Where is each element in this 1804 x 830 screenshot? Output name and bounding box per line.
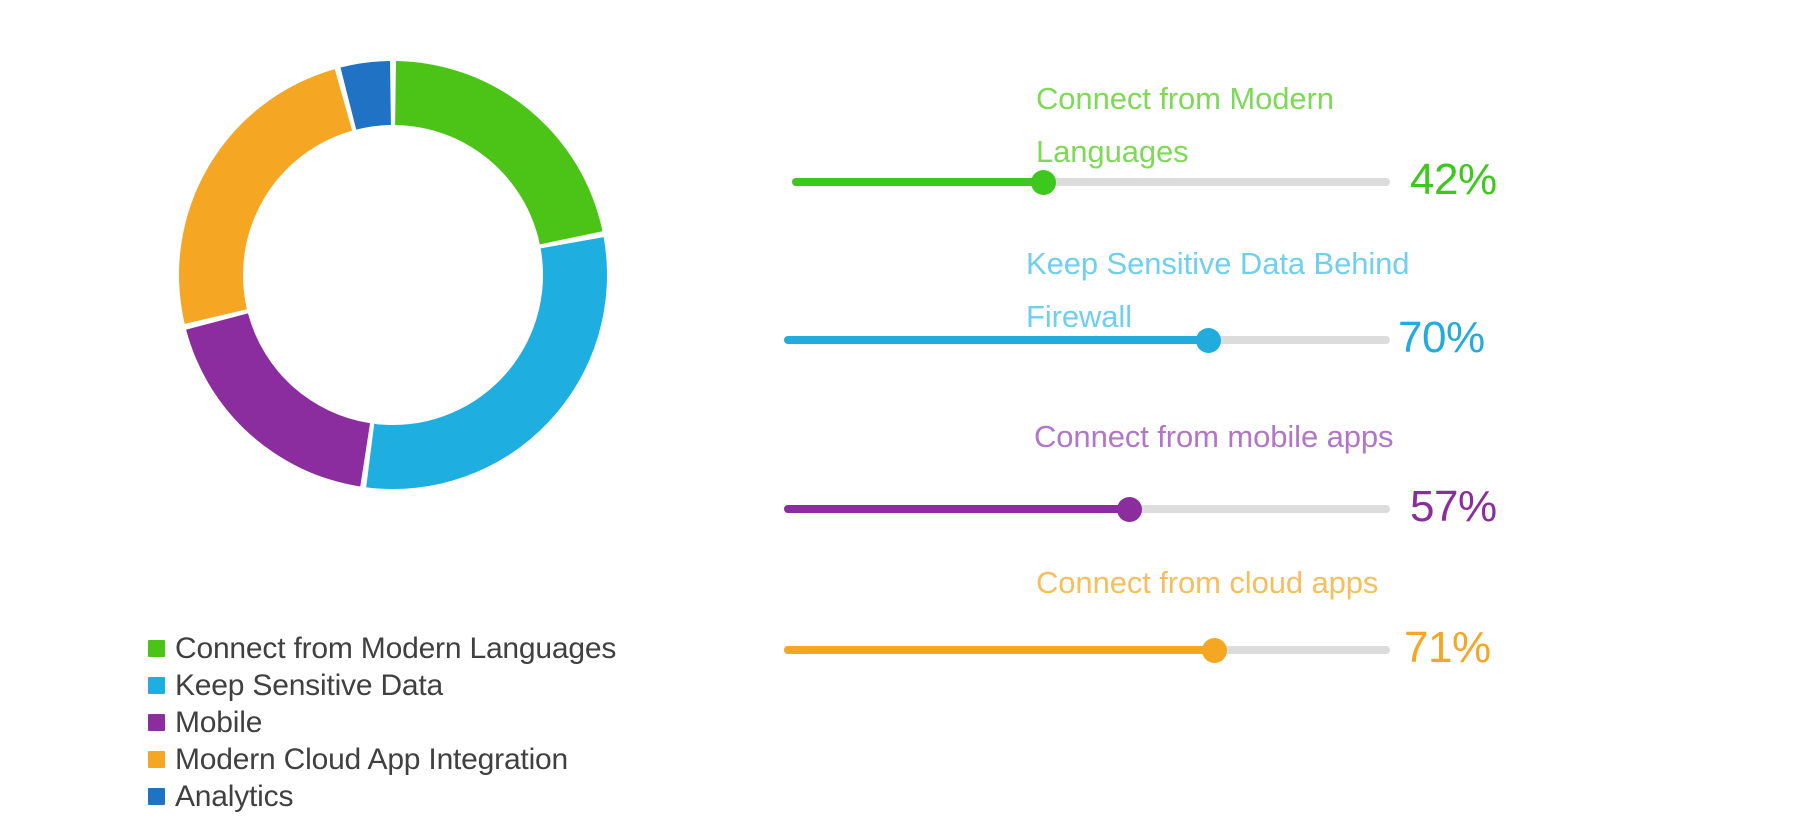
legend-swatch-icon bbox=[148, 677, 165, 694]
donut-chart-panel: Connect from Modern Languages 22%Keep Se… bbox=[0, 0, 880, 830]
slider-thumb[interactable] bbox=[1196, 328, 1222, 353]
donut-chart: Connect from Modern Languages 22%Keep Se… bbox=[168, 22, 618, 527]
legend-item-label: Connect from Modern Languages bbox=[175, 632, 617, 665]
slider-fill bbox=[784, 336, 1209, 344]
donut-segment[interactable]: Analytics 4% bbox=[340, 61, 391, 130]
metric-slider[interactable] bbox=[784, 320, 1390, 360]
metric-value: 42% bbox=[1410, 155, 1497, 204]
metric-value: 70% bbox=[1398, 313, 1485, 362]
legend-item[interactable]: Keep Sensitive Data bbox=[148, 667, 848, 704]
legend-item-label: Keep Sensitive Data bbox=[175, 669, 444, 702]
slider-fill bbox=[784, 505, 1130, 513]
legend-item-label: Modern Cloud App Integration bbox=[175, 743, 568, 776]
legend-item[interactable]: Connect from Modern Languages bbox=[148, 630, 848, 667]
donut-segment[interactable]: Modern Cloud App Integration 25% bbox=[179, 69, 353, 324]
metric-value: 71% bbox=[1404, 623, 1491, 672]
legend-swatch-icon bbox=[148, 788, 165, 805]
donut-segment[interactable]: Mobile 19% bbox=[186, 313, 371, 487]
metric-label: Connect from cloud apps bbox=[1036, 565, 1379, 600]
donut-segment[interactable]: Keep Sensitive Data 30% bbox=[366, 237, 607, 489]
legend-item[interactable]: Mobile bbox=[148, 704, 848, 741]
slider-fill bbox=[792, 178, 1044, 186]
metric-slider[interactable] bbox=[784, 630, 1390, 670]
slider-fill bbox=[784, 646, 1215, 654]
metric-value: 57% bbox=[1410, 482, 1497, 531]
legend-swatch-icon bbox=[148, 714, 165, 731]
legend-item-label: Analytics bbox=[175, 780, 294, 813]
slider-thumb[interactable] bbox=[1202, 638, 1228, 663]
donut-segment[interactable]: Connect from Modern Languages 22% bbox=[395, 61, 603, 245]
metric-slider[interactable] bbox=[792, 162, 1390, 202]
slider-thumb[interactable] bbox=[1117, 497, 1143, 522]
metric-label: Connect from Modern Languages bbox=[1036, 81, 1343, 169]
legend-swatch-icon bbox=[148, 751, 165, 768]
legend-swatch-icon bbox=[148, 640, 165, 657]
slider-thumb[interactable] bbox=[1031, 170, 1057, 195]
donut-chart-svg: Connect from Modern Languages 22%Keep Se… bbox=[179, 61, 607, 489]
metric-label: Keep Sensitive Data Behind Firewall bbox=[1026, 246, 1418, 334]
legend-item[interactable]: Modern Cloud App Integration bbox=[148, 741, 848, 778]
legend-item[interactable]: Analytics bbox=[148, 778, 848, 815]
metric-label: Connect from mobile apps bbox=[1034, 419, 1394, 454]
legend-item-label: Mobile bbox=[175, 706, 263, 739]
metrics-slider-panel: Connect from Modern Languages 42% Keep Sen… bbox=[784, 0, 1804, 830]
slider-track[interactable] bbox=[792, 178, 1390, 186]
metric-slider[interactable] bbox=[784, 489, 1390, 529]
